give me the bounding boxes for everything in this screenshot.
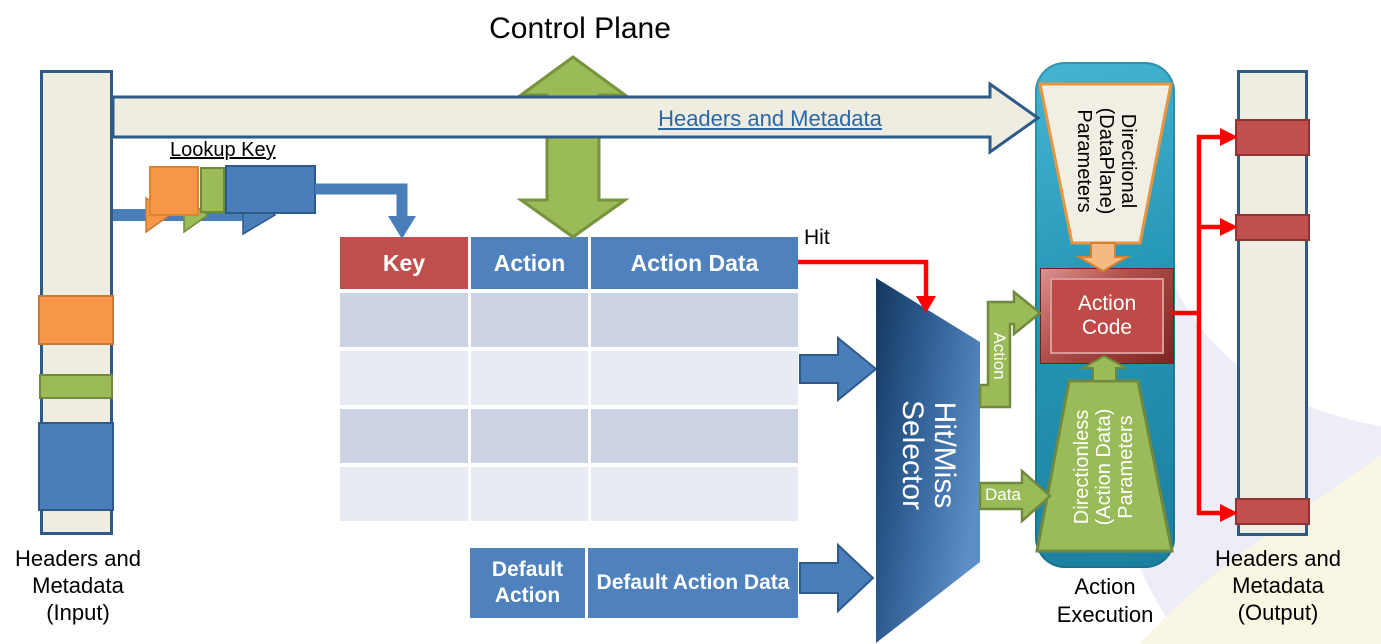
hit-signal-line xyxy=(798,259,929,298)
output-segment-red-2 xyxy=(1235,214,1310,241)
table-row xyxy=(340,409,798,463)
action-code-label-line1: Action xyxy=(1077,292,1137,315)
default-action-data-box: Default Action Data xyxy=(588,548,798,618)
input-segment-blue xyxy=(38,422,114,511)
selector-label-line1: Hit/Miss xyxy=(928,401,961,509)
table-cell xyxy=(591,467,798,521)
output-segment-red-1 xyxy=(1235,119,1310,156)
lookup-to-key-arrow-line xyxy=(315,183,408,216)
chevron-green-icon xyxy=(183,196,210,234)
lookup-to-key-arrowhead xyxy=(388,216,416,239)
action-code-box: Action Code xyxy=(1040,268,1174,364)
input-segment-green xyxy=(39,374,113,399)
chevron-orange-icon xyxy=(145,196,172,234)
table-cell xyxy=(591,351,798,405)
table-cell xyxy=(591,409,798,463)
output-label-line2: Metadata xyxy=(1232,573,1324,598)
lookup-feed-line xyxy=(113,209,252,221)
match-action-table: Key Action Action Data xyxy=(340,237,798,522)
default-action-box: Default Action xyxy=(470,548,585,618)
table-cell xyxy=(340,467,468,521)
table-row xyxy=(340,351,798,405)
output-label-line1: Headers and xyxy=(1215,546,1341,571)
input-label-line1: Headers and xyxy=(15,546,141,571)
lookup-field-green xyxy=(200,167,225,213)
band-label: Headers and Metadata xyxy=(658,106,882,131)
output-segment-red-3 xyxy=(1235,498,1310,525)
chevron-blue-icon xyxy=(242,194,277,236)
directionless-line2: (Action Data) xyxy=(1093,408,1115,526)
table-cell xyxy=(340,351,468,405)
bracket-line-bottom xyxy=(1196,313,1222,516)
table-to-selector-arrow xyxy=(799,335,878,403)
selector-label-line2: Selector xyxy=(896,399,929,511)
table-header-key: Key xyxy=(340,237,468,289)
control-plane-title: Control Plane xyxy=(489,12,671,45)
table-cell xyxy=(471,409,588,463)
directional-line1: Directional xyxy=(1117,113,1139,209)
table-header-action: Action xyxy=(471,237,588,289)
directionless-line3: Parameters xyxy=(1115,415,1137,519)
input-bar-label: Headers and Metadata (Input) xyxy=(8,545,148,626)
lookup-field-blue xyxy=(225,165,316,214)
table-row xyxy=(340,293,798,347)
control-plane-arrow-icon xyxy=(516,55,630,239)
directionless-params-label: Directionless (Action Data) Parameters xyxy=(1071,377,1137,557)
table-cell xyxy=(591,293,798,347)
table-header-action-data: Action Data xyxy=(591,237,798,289)
table-row xyxy=(340,467,798,521)
action-execution-caption: Action Execution xyxy=(1035,573,1175,629)
lookup-field-orange xyxy=(149,166,199,216)
input-segment-orange xyxy=(38,295,114,345)
input-label-line3: (Input) xyxy=(46,600,110,625)
hit-signal-arrowhead xyxy=(916,296,936,313)
table-cell xyxy=(471,293,588,347)
table-cell xyxy=(340,409,468,463)
table-cell xyxy=(471,351,588,405)
directionless-line1: Directionless xyxy=(1071,409,1093,525)
hit-label: Hit xyxy=(804,226,830,249)
output-label-line3: (Output) xyxy=(1237,600,1319,625)
action-arrow-label: Action xyxy=(990,332,1009,380)
directional-line2: (DataPlane) xyxy=(1095,107,1117,215)
directional-params-label: Directional (DataPlane) Parameters xyxy=(1073,76,1139,246)
caption-line1: Action xyxy=(1074,574,1136,599)
table-cell xyxy=(471,467,588,521)
action-code-label-line2: Code xyxy=(1081,316,1133,339)
caption-line2: Execution xyxy=(1056,602,1154,627)
data-arrow-label: Data xyxy=(985,485,1021,504)
bracket-line-top xyxy=(1172,134,1222,316)
input-label-line2: Metadata xyxy=(32,573,124,598)
directional-line3: Parameters xyxy=(1073,109,1095,213)
action-code-inner: Action Code xyxy=(1050,278,1164,354)
table-cell xyxy=(340,293,468,347)
output-bar-label: Headers and Metadata (Output) xyxy=(1205,545,1351,626)
lookup-key-label: Lookup Key xyxy=(170,139,276,161)
default-to-selector-arrow xyxy=(799,542,875,614)
selector-label: Hit/Miss Selector xyxy=(896,370,961,540)
